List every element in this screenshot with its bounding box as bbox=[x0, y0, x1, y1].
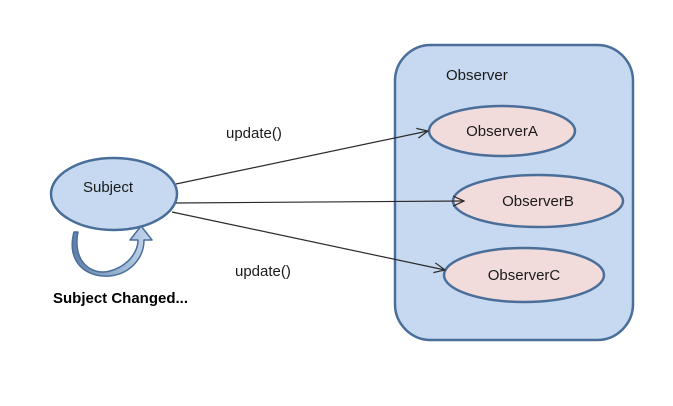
observer-c-label: ObserverC bbox=[488, 267, 561, 284]
update-label-bottom: update() bbox=[235, 263, 291, 280]
observer-c-node bbox=[442, 246, 606, 304]
subject-node bbox=[49, 156, 179, 232]
update-label-top: update() bbox=[226, 125, 282, 142]
circular-arrow-icon bbox=[71, 225, 153, 277]
subject-label: Subject bbox=[83, 179, 134, 196]
observer-b-label: ObserverB bbox=[502, 193, 574, 210]
arrow-to-observer-a bbox=[175, 131, 428, 185]
subject-status-caption: Subject Changed... bbox=[53, 290, 188, 307]
arrow-to-observer-b bbox=[175, 201, 464, 203]
observer-group-label: Observer bbox=[446, 67, 508, 84]
arrow-to-observer-c bbox=[171, 211, 445, 270]
observer-a-label: ObserverA bbox=[466, 123, 538, 140]
